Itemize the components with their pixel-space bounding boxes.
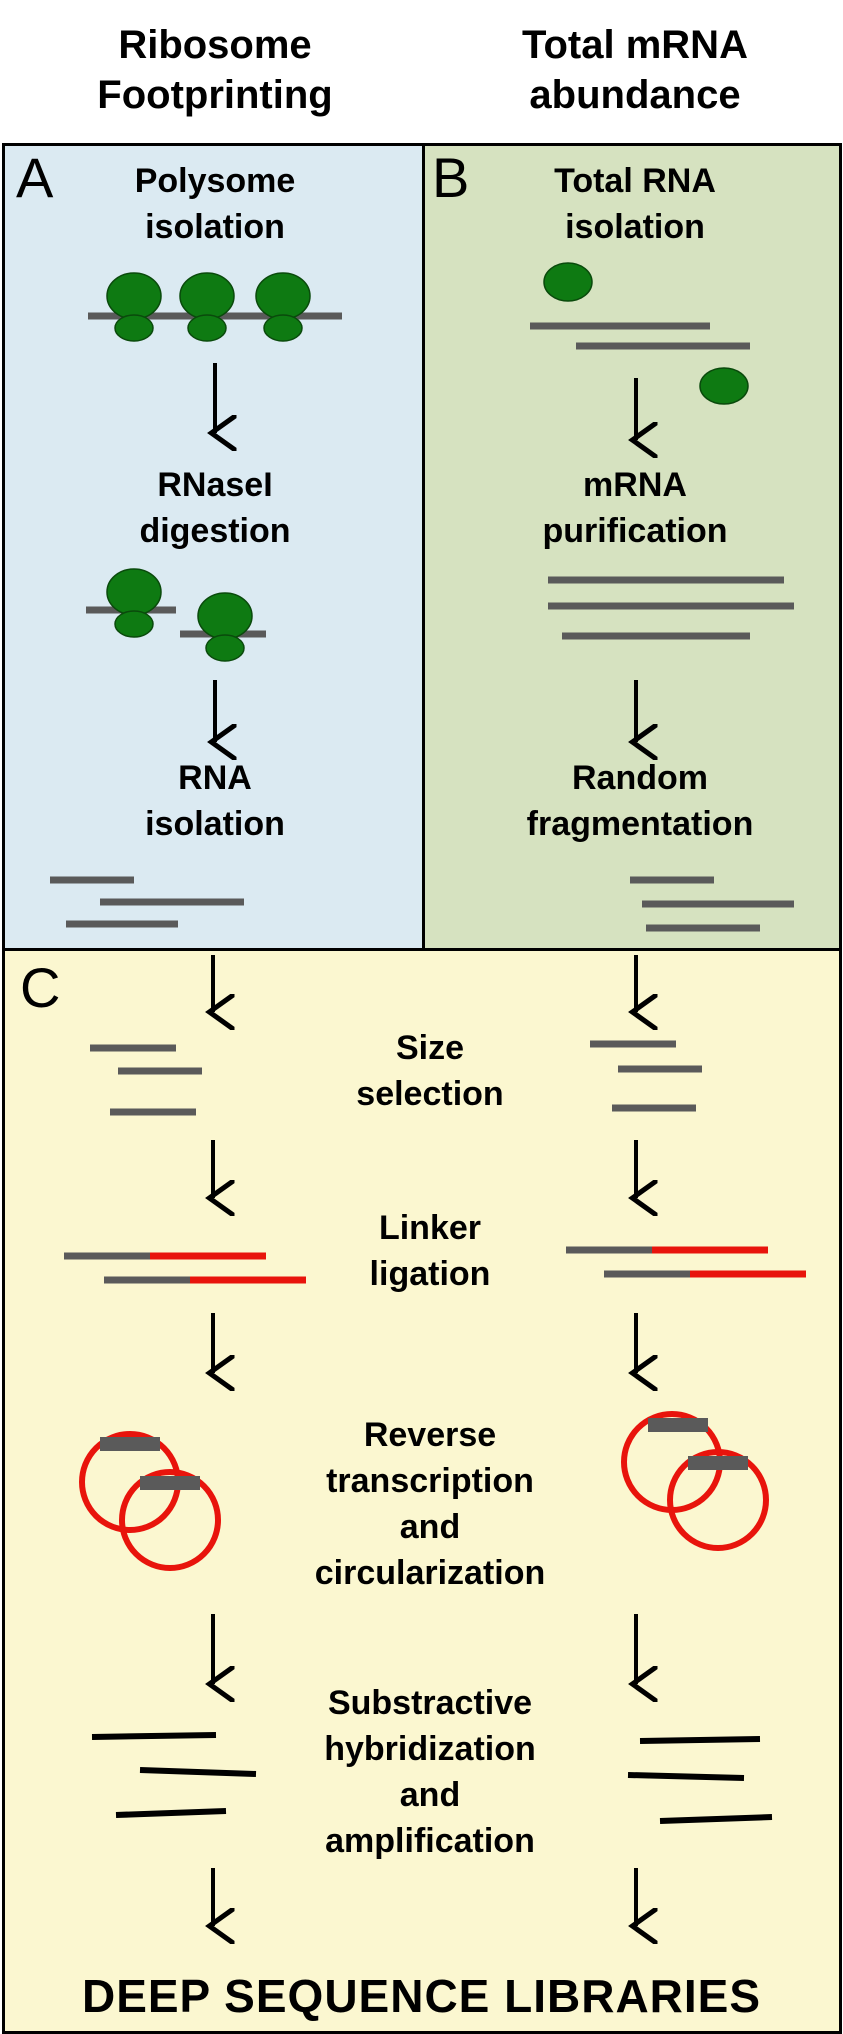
header-left-line-2: Footprinting (97, 73, 333, 117)
amplified-library-right-icon (627, 1736, 773, 1824)
step-a1-line-1: Polysome (134, 162, 296, 200)
linker-ligated-right-icon (566, 1246, 806, 1278)
step-a1-line-2: isolation (145, 208, 285, 246)
step-a2-line-1: RNaseI (157, 466, 273, 504)
circularized-cdna-right-icon (621, 1411, 769, 1551)
step-c1-line-2: selection (356, 1075, 504, 1113)
step-c4-line-3: and (399, 1776, 461, 1814)
step-rna-isolation: RNA isolation (60, 755, 370, 847)
size-selected-fragments-right-icon (590, 1040, 702, 1112)
step-b3-line-1: Random (572, 759, 708, 797)
step-a3-line-1: RNA (178, 759, 252, 797)
digested-monosome-icon (86, 568, 266, 662)
step-a2-line-2: digestion (139, 512, 291, 550)
panel-a-letter: A (16, 146, 54, 209)
step-c3-line-4: circularization (314, 1554, 546, 1592)
step-c3-line-3: and (399, 1508, 461, 1546)
step-linker-ligation: Linker ligation (270, 1205, 590, 1297)
purified-mrna-icon (548, 576, 794, 640)
step-size-selection: Size selection (270, 1025, 590, 1117)
random-fragments-icon (630, 876, 794, 932)
header-ribosome-footprinting: Ribosome Footprinting (60, 20, 370, 120)
deep-sequence-libraries-label: DEEP SEQUENCE LIBRARIES (81, 1970, 762, 2022)
circularized-cdna-left-icon (79, 1431, 221, 1571)
step-substractive-hybridization-amplification: Substractive hybridization and amplifica… (250, 1680, 610, 1864)
step-total-rna-isolation: Total RNA isolation (480, 158, 790, 250)
size-selected-fragments-left-icon (90, 1044, 202, 1116)
step-c2-line-1: Linker (378, 1209, 482, 1247)
step-c3-line-1: Reverse (363, 1416, 497, 1454)
step-b1-line-1: Total RNA (554, 162, 716, 200)
step-a3-line-2: isolation (145, 805, 285, 843)
step-random-fragmentation: Random fragmentation (480, 755, 800, 847)
step-c1-line-1: Size (395, 1029, 465, 1067)
panel-b-letter: B (432, 146, 470, 209)
total-rna-icon (530, 262, 750, 405)
panel-b (422, 143, 842, 951)
step-c4-line-2: hybridization (324, 1730, 536, 1768)
step-mrna-purification: mRNA purification (480, 462, 790, 554)
step-polysome-isolation: Polysome isolation (60, 158, 370, 250)
step-c4-line-4: amplification (325, 1822, 535, 1860)
footprint-fragments-icon (50, 876, 244, 928)
step-c3-line-2: transcription (326, 1462, 534, 1500)
step-c4-line-1: Substractive (327, 1684, 533, 1722)
polysome-icon (88, 272, 342, 342)
step-b2-line-1: mRNA (583, 466, 687, 504)
panel-c (2, 948, 842, 2034)
header-total-mrna-abundance: Total mRNA abundance (480, 20, 790, 120)
step-c2-line-2: ligation (369, 1255, 491, 1293)
header-right-line-2: abundance (529, 73, 741, 117)
amplified-library-left-icon (91, 1732, 257, 1818)
step-b3-line-2: fragmentation (526, 805, 754, 843)
panel-c-letter: C (20, 956, 61, 1019)
header-left-line-1: Ribosome (118, 23, 312, 67)
step-rnasei-digestion: RNaseI digestion (60, 462, 370, 554)
header-right-line-1: Total mRNA (522, 23, 748, 67)
step-reverse-transcription-circularization: Reverse transcription and circularizatio… (250, 1412, 610, 1596)
step-b2-line-2: purification (542, 512, 728, 550)
step-b1-line-2: isolation (565, 208, 705, 246)
linker-ligated-left-icon (64, 1252, 306, 1284)
arrows (213, 363, 636, 1926)
